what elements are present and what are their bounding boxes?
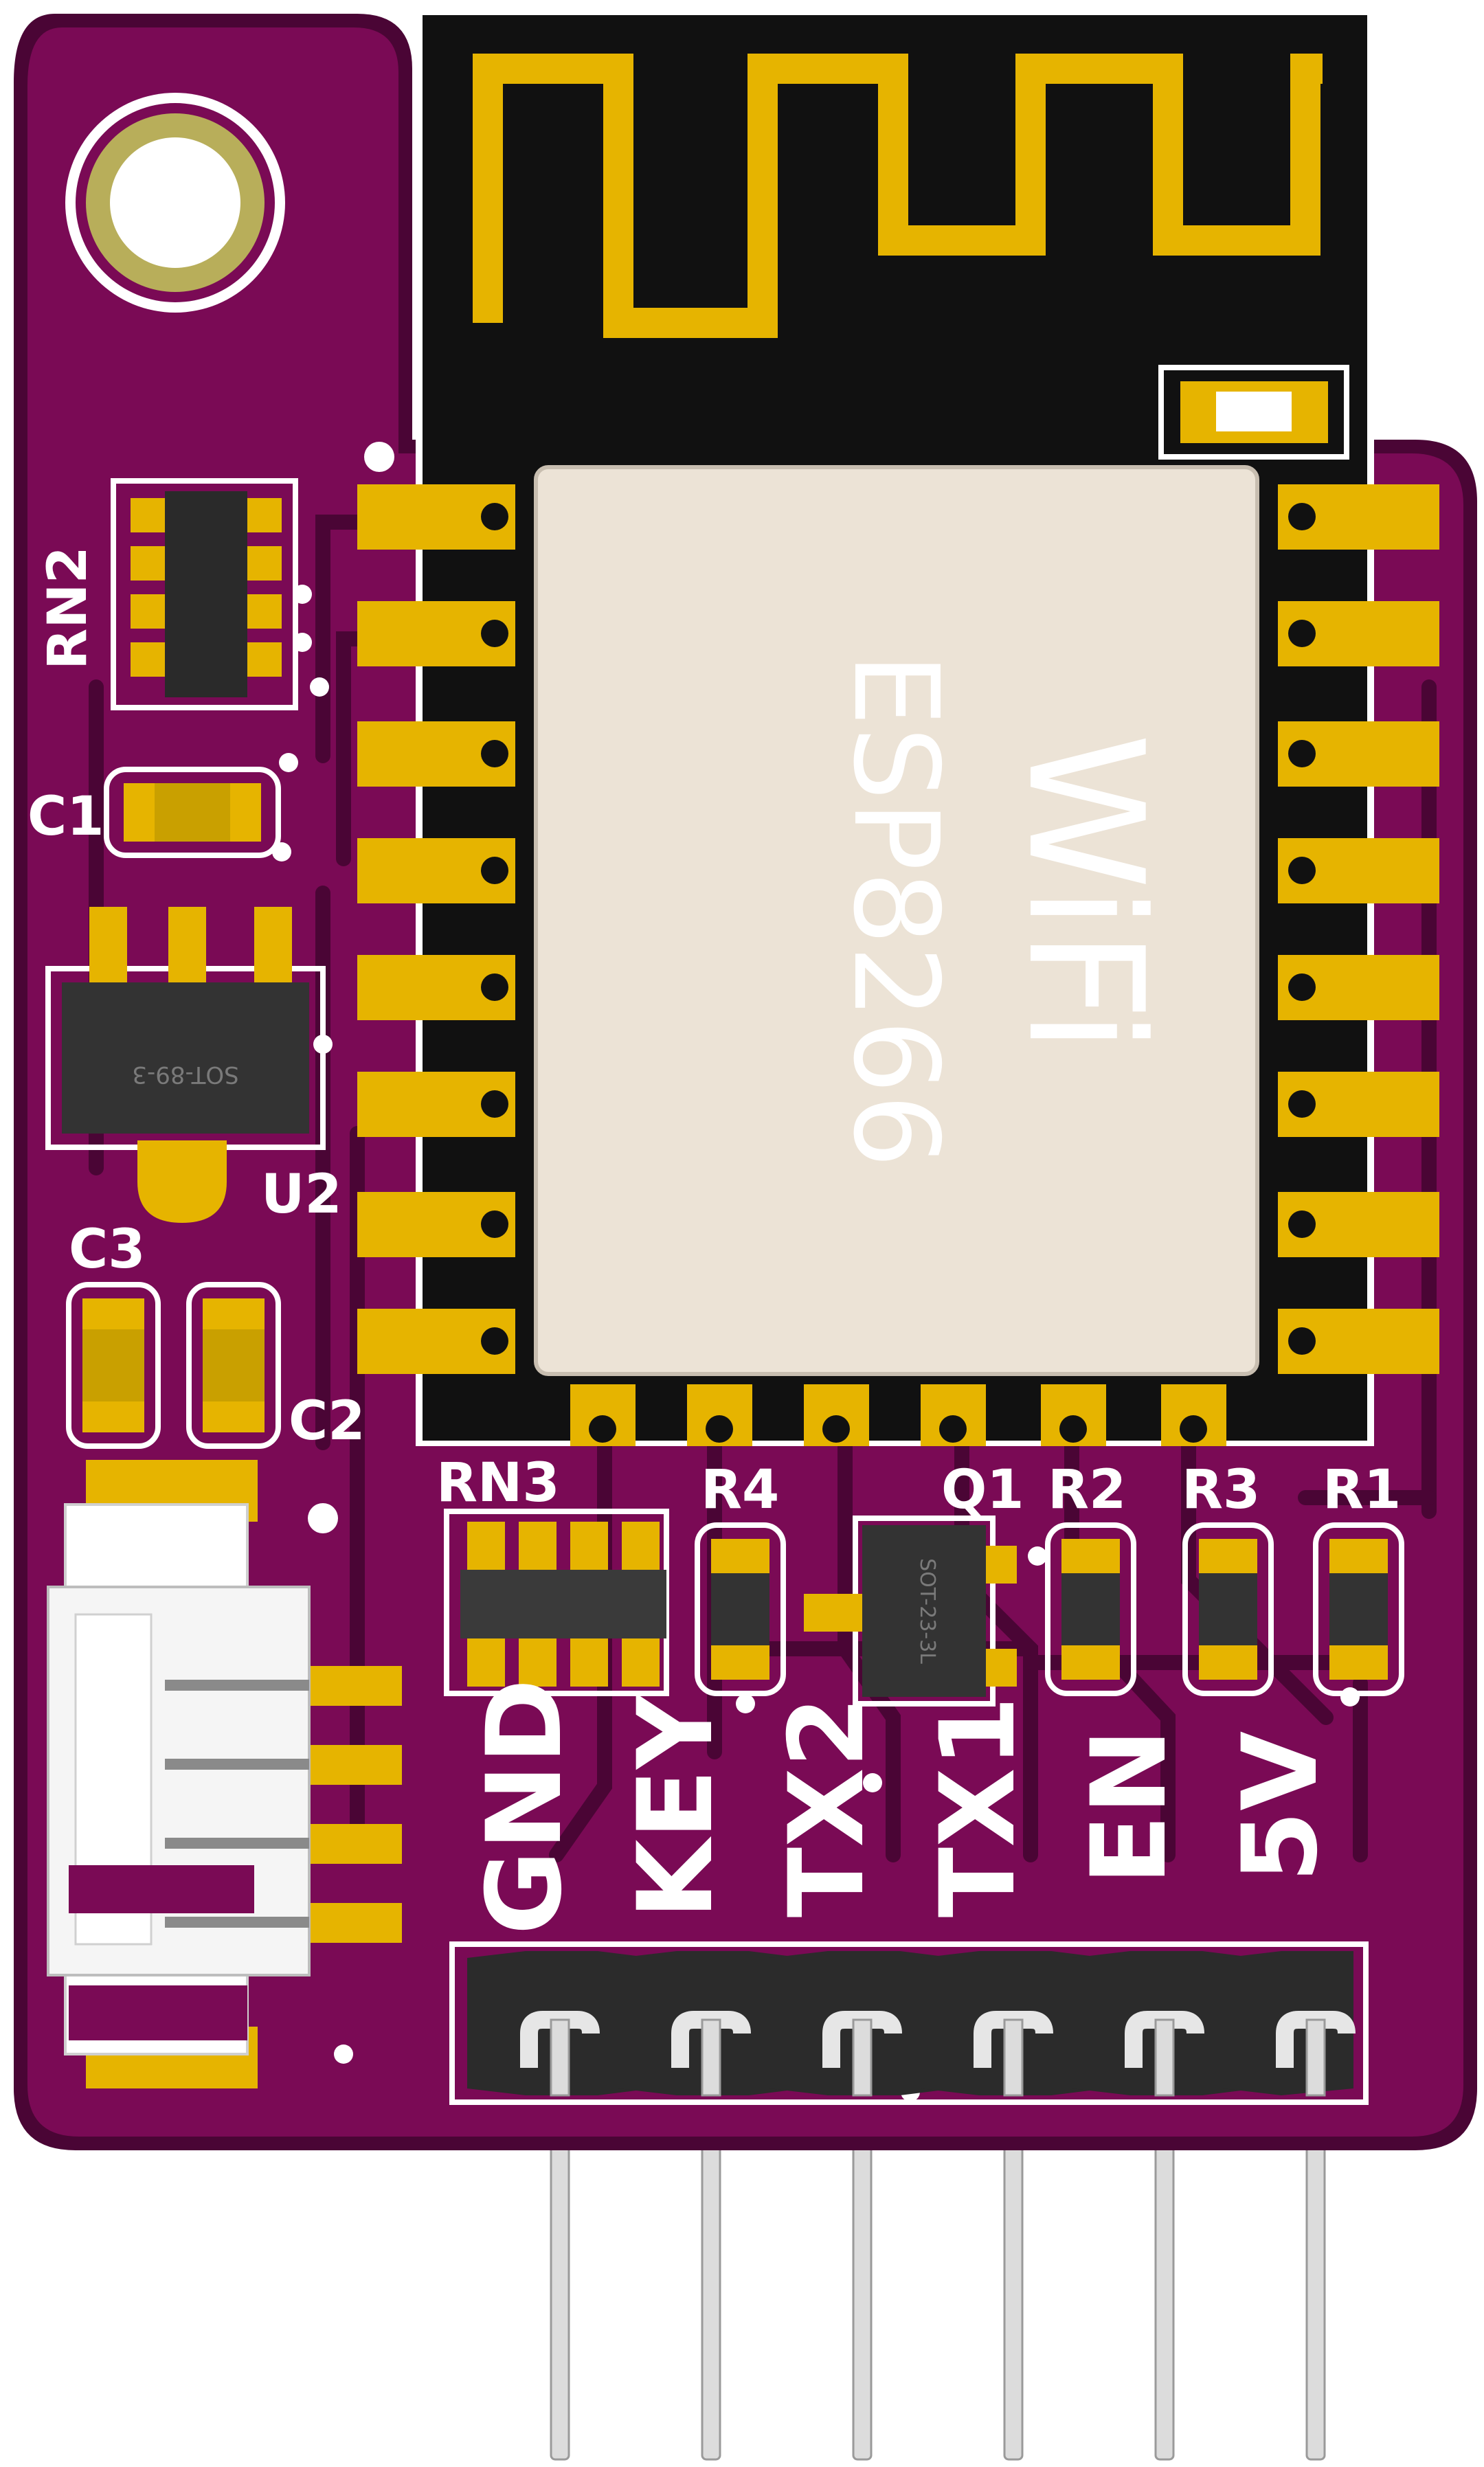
rn2-resistor-network: [111, 478, 298, 710]
r1-resistor: [1313, 1522, 1404, 1696]
r4-resistor: [695, 1522, 786, 1696]
pin-label-gnd: GND: [465, 1678, 585, 1935]
label-rn3: RN3: [436, 1452, 560, 1514]
pin-label-key: KEY: [616, 1693, 736, 1919]
c2-capacitor: [186, 1282, 281, 1449]
label-rn2: RN2: [37, 546, 99, 670]
label-r2: R2: [1048, 1459, 1126, 1521]
module-pad-vias-left: [481, 503, 508, 1355]
c1-capacitor: [104, 767, 281, 858]
label-c1: C1: [27, 786, 104, 848]
c3-capacitor: [66, 1282, 161, 1449]
header-pin-legs: [550, 2066, 1326, 2461]
u2-package-label: SOT-89-3: [132, 1061, 238, 1088]
mounting-hole: [65, 93, 285, 313]
pin-header: [449, 1941, 1369, 2105]
pcb-antenna: [473, 54, 1323, 338]
module-pad-vias-right: [1288, 503, 1316, 1355]
module-led: [1158, 365, 1349, 460]
label-c2: C2: [289, 1390, 366, 1452]
q1-package-label: SOT-23-3L: [915, 1558, 939, 1664]
rf-shield: [534, 465, 1259, 1376]
q1-transistor: SOT-23-3L: [804, 1516, 1017, 1706]
pin-label-en: EN: [1070, 1728, 1189, 1885]
jst-connector: [47, 1460, 402, 2088]
label-r1: R1: [1323, 1459, 1401, 1521]
module-pad-vias-bottom: [589, 1415, 1207, 1443]
shield-label-esp8266: ESP8266: [827, 653, 963, 1168]
label-q1: Q1: [941, 1459, 1024, 1521]
pin-label-tx1: TX1: [919, 1696, 1038, 1917]
header-pin-labels: GND KEY TX2 TX1 EN 5V: [465, 1678, 1340, 1935]
shield-label-wifi: WiFi: [993, 733, 1176, 1053]
label-u2: U2: [261, 1164, 342, 1226]
label-r3: R3: [1182, 1459, 1260, 1521]
pin-label-5v: 5V: [1221, 1731, 1340, 1882]
r3-resistor: [1182, 1522, 1274, 1696]
label-c3: C3: [69, 1219, 146, 1281]
r2-resistor: [1045, 1522, 1136, 1696]
esp8266-module: WiFi ESP8266: [357, 10, 1439, 1446]
rn3-resistor-network: [444, 1509, 669, 1696]
label-r4: R4: [701, 1459, 779, 1521]
pin-label-tx2: TX2: [767, 1696, 887, 1917]
u2-regulator: SOT-89-3: [45, 907, 326, 1223]
